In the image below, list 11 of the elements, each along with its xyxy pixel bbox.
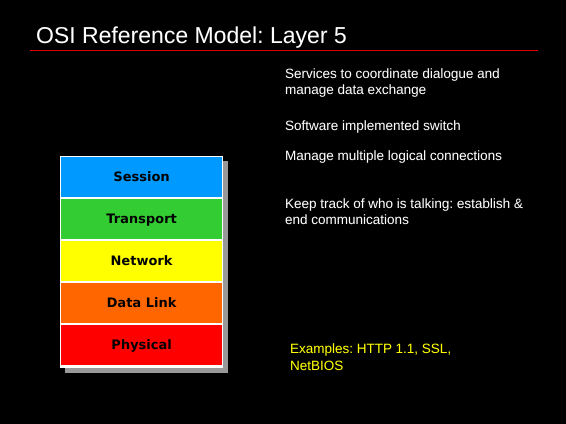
- description-text: Keep track of who is talking: establish & end communications: [285, 196, 524, 228]
- description-text: Software implemented switch: [285, 118, 462, 134]
- description-text: Services to coordinate dialogue and manage data exchange: [285, 66, 501, 98]
- description-text: Manage multiple logical connections: [285, 148, 503, 164]
- layer-bar: Transport: [60, 198, 223, 240]
- layer-bar: Physical: [60, 324, 223, 366]
- layer-bar: Data Link: [60, 282, 223, 324]
- slide-title: OSI Reference Model: Layer 5: [36, 22, 347, 49]
- layer-bar: Network: [60, 240, 223, 282]
- examples-text: Examples: HTTP 1.1, SSL, NetBIOS: [290, 340, 452, 374]
- layer-bar: Session: [60, 156, 223, 198]
